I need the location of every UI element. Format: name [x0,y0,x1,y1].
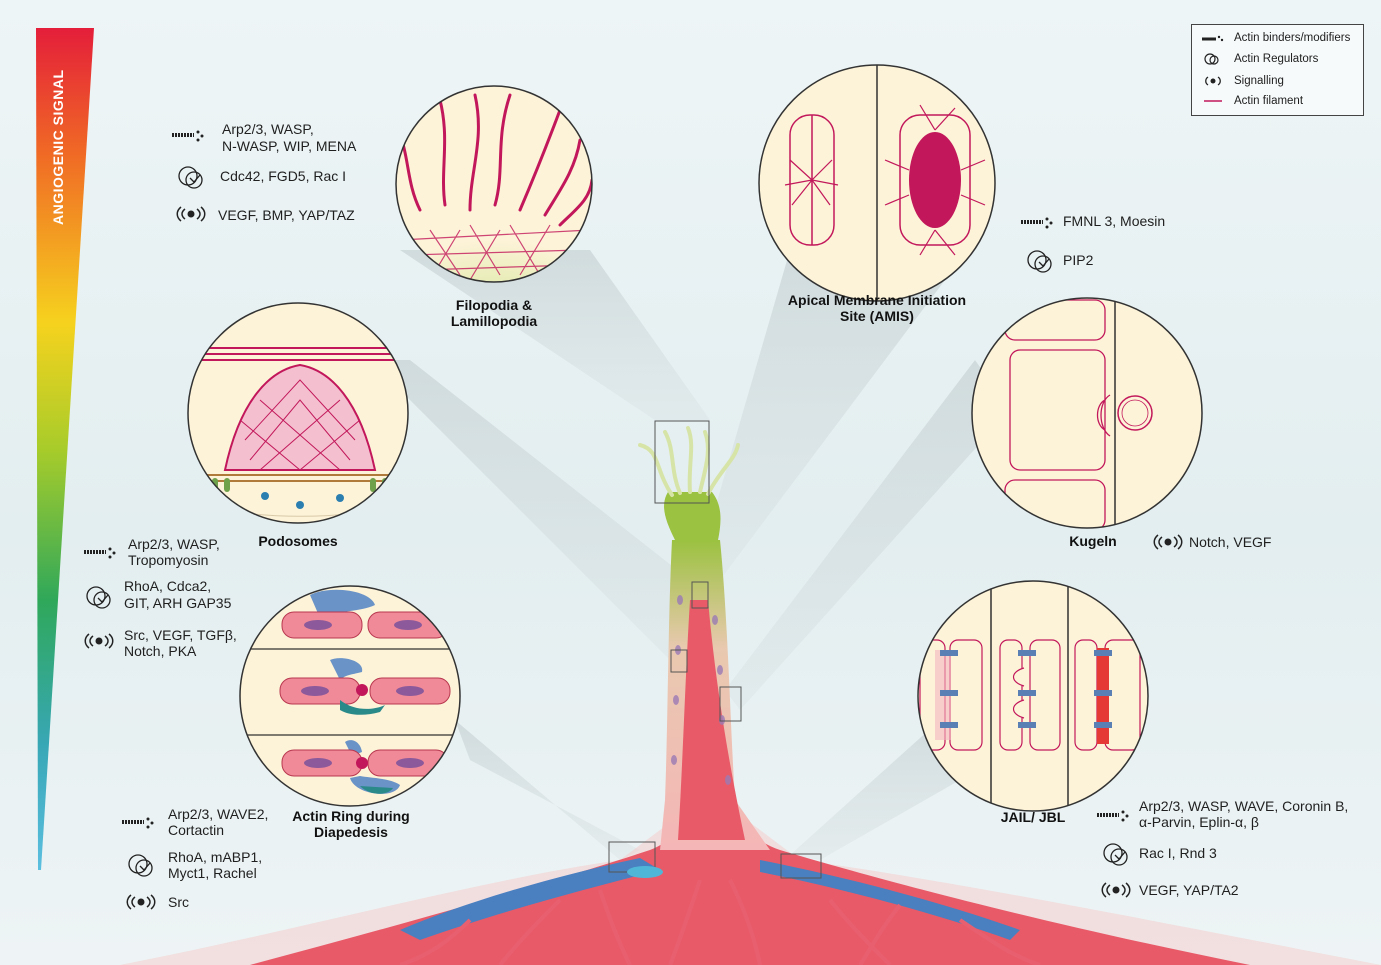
legend-label: Actin binders/modifiers [1234,31,1350,45]
angiogenic-signal-label: ANGIOGENIC SIGNAL [50,69,66,225]
podosomes-circle [188,303,410,523]
actin-binder-icon [172,125,206,143]
legend-label: Actin filament [1234,94,1303,108]
signalling-icon [1101,882,1131,898]
diapedesis-binders-line2: Cortactin [168,822,224,838]
jail-binders-line2: α-Parvin, Eplin-α, β [1139,814,1259,830]
legend-label: Actin Regulators [1234,52,1318,66]
filopodia-title-line2: Lamillopodia [444,313,544,329]
filopodia-binders-line1: Arp2/3, WASP, [222,121,314,137]
legend-item-filament: Actin filament [1202,94,1303,108]
actin-binder-icon [122,812,156,830]
actin-regulator-icon [84,584,114,612]
actin-binder-icon [1097,805,1131,823]
diapedesis-title-line1: Actin Ring during [276,808,426,824]
kugeln-circle [972,295,1202,530]
signalling-icon [1202,75,1224,87]
actin-regulator-icon [176,164,206,192]
diapedesis-circle [240,586,460,806]
actin-binder-icon [1021,212,1055,230]
jail-jbl-circle [918,580,1148,812]
filopodia-title-line1: Filopodia & [444,297,544,313]
actin-binder-icon [84,542,118,560]
diapedesis-binders-line1: Arp2/3, WAVE2, [168,806,268,822]
amis-title-line2: Site (AMIS) [767,308,987,324]
podosomes-regulators-line2: GIT, ARH GAP35 [124,595,231,611]
legend-item-binders: Actin binders/modifiers [1202,31,1350,45]
legend-box: Actin binders/modifiers Actin Regulators… [1191,24,1364,116]
diapedesis-signalling: Src [168,894,189,910]
amis-regulators: PIP2 [1063,252,1093,268]
signalling-icon [126,894,156,910]
jail-binders-line1: Arp2/3, WASP, WAVE, Coronin B, [1139,798,1348,814]
jail-signalling: VEGF, YAP/TA2 [1139,882,1239,898]
diapedesis-regulators-line2: Myct1, Rachel [168,865,257,881]
diapedesis-title-line2: Diapedesis [276,824,426,840]
actin-regulator-icon [1202,52,1224,66]
podosomes-regulators-line1: RhoA, Cdca2, [124,578,211,594]
actin-filament-icon [1202,97,1224,105]
podosomes-signalling-line1: Src, VEGF, TGFβ, [124,627,237,643]
filopodia-binders-line2: N-WASP, WIP, MENA [222,138,356,154]
jail-regulators: Rac I, Rnd 3 [1139,845,1217,861]
podosomes-binders-line2: Tropomyosin [128,552,208,568]
amis-binders: FMNL 3, Moesin [1063,213,1165,229]
podosomes-title: Podosomes [248,533,348,549]
kugeln-title: Kugeln [1058,533,1128,549]
signalling-icon [176,206,206,222]
podosomes-signalling-line2: Notch, PKA [124,643,196,659]
amis-circle [759,60,995,305]
actin-regulator-icon [1025,248,1055,276]
legend-item-regulators: Actin Regulators [1202,52,1318,66]
amis-title-line1: Apical Membrane Initiation [767,292,987,308]
actin-regulator-icon [126,852,156,880]
signalling-icon [1153,534,1183,550]
podosomes-binders-line1: Arp2/3, WASP, [128,536,220,552]
jail-title: JAIL/ JBL [978,809,1088,825]
diapedesis-regulators-line1: RhoA, mABP1, [168,849,262,865]
legend-item-signalling: Signalling [1202,74,1284,88]
legend-label: Signalling [1234,74,1284,88]
actin-binder-icon [1202,33,1224,43]
signalling-icon [84,633,114,649]
kugeln-signalling: Notch, VEGF [1189,534,1271,550]
filopodia-signalling: VEGF, BMP, YAP/TAZ [218,207,355,223]
filopodia-regulators: Cdc42, FGD5, Rac I [220,168,346,184]
actin-regulator-icon [1101,841,1131,869]
